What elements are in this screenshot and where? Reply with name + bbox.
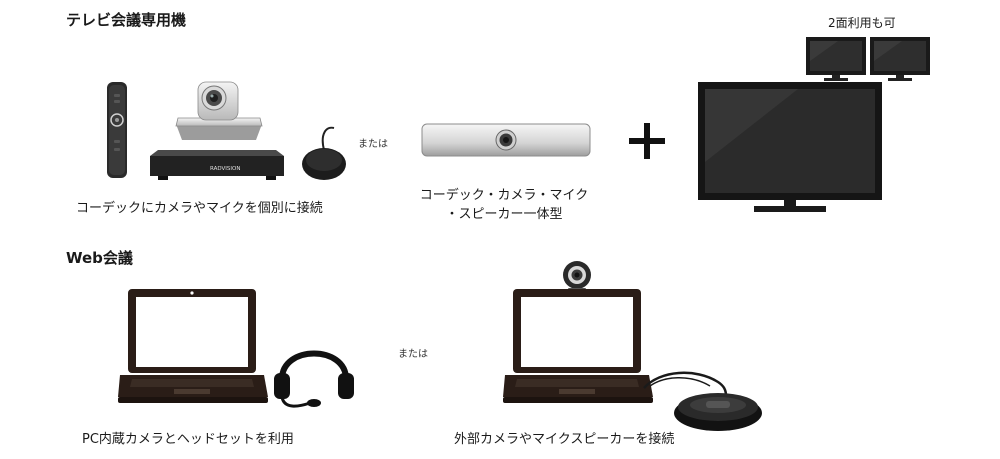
web-section-title: Web会議 [66, 249, 133, 267]
speakerphone-icon [674, 393, 762, 431]
video-bar-icon [421, 123, 591, 157]
laptop-icon [503, 289, 653, 403]
tv-section-title: テレビ会議専用機 [66, 11, 187, 29]
laptop-icon [118, 289, 268, 403]
dual-monitor-label: 2面利用も可 [828, 16, 896, 30]
caption-codec: コーデックにカメラやマイクを個別に接続 [76, 201, 323, 216]
caption-pc-headset: PC内蔵カメラとヘッドセットを利用 [82, 432, 294, 447]
usb-cable-icon [643, 371, 728, 397]
ptz-camera-icon [175, 81, 263, 140]
caption-allinone-line2: ・スピーカー一体型 [445, 207, 563, 222]
plus-icon [629, 123, 665, 159]
headset-icon [274, 350, 354, 408]
table-microphone-icon [302, 126, 346, 180]
caption-external-devices: 外部カメラやマイクスピーカーを接続 [454, 432, 675, 447]
caption-allinone-line1: コーデック・カメラ・マイク [419, 188, 589, 203]
remote-control-icon [107, 82, 127, 178]
large-display-icon [698, 82, 882, 212]
codec-unit-icon: RADVISION [150, 150, 284, 180]
dual-monitor-icon [806, 37, 930, 81]
or-label-tv: または [358, 139, 388, 150]
or-label-web: または [398, 349, 428, 360]
codec-brand-label: RADVISION [210, 166, 240, 172]
